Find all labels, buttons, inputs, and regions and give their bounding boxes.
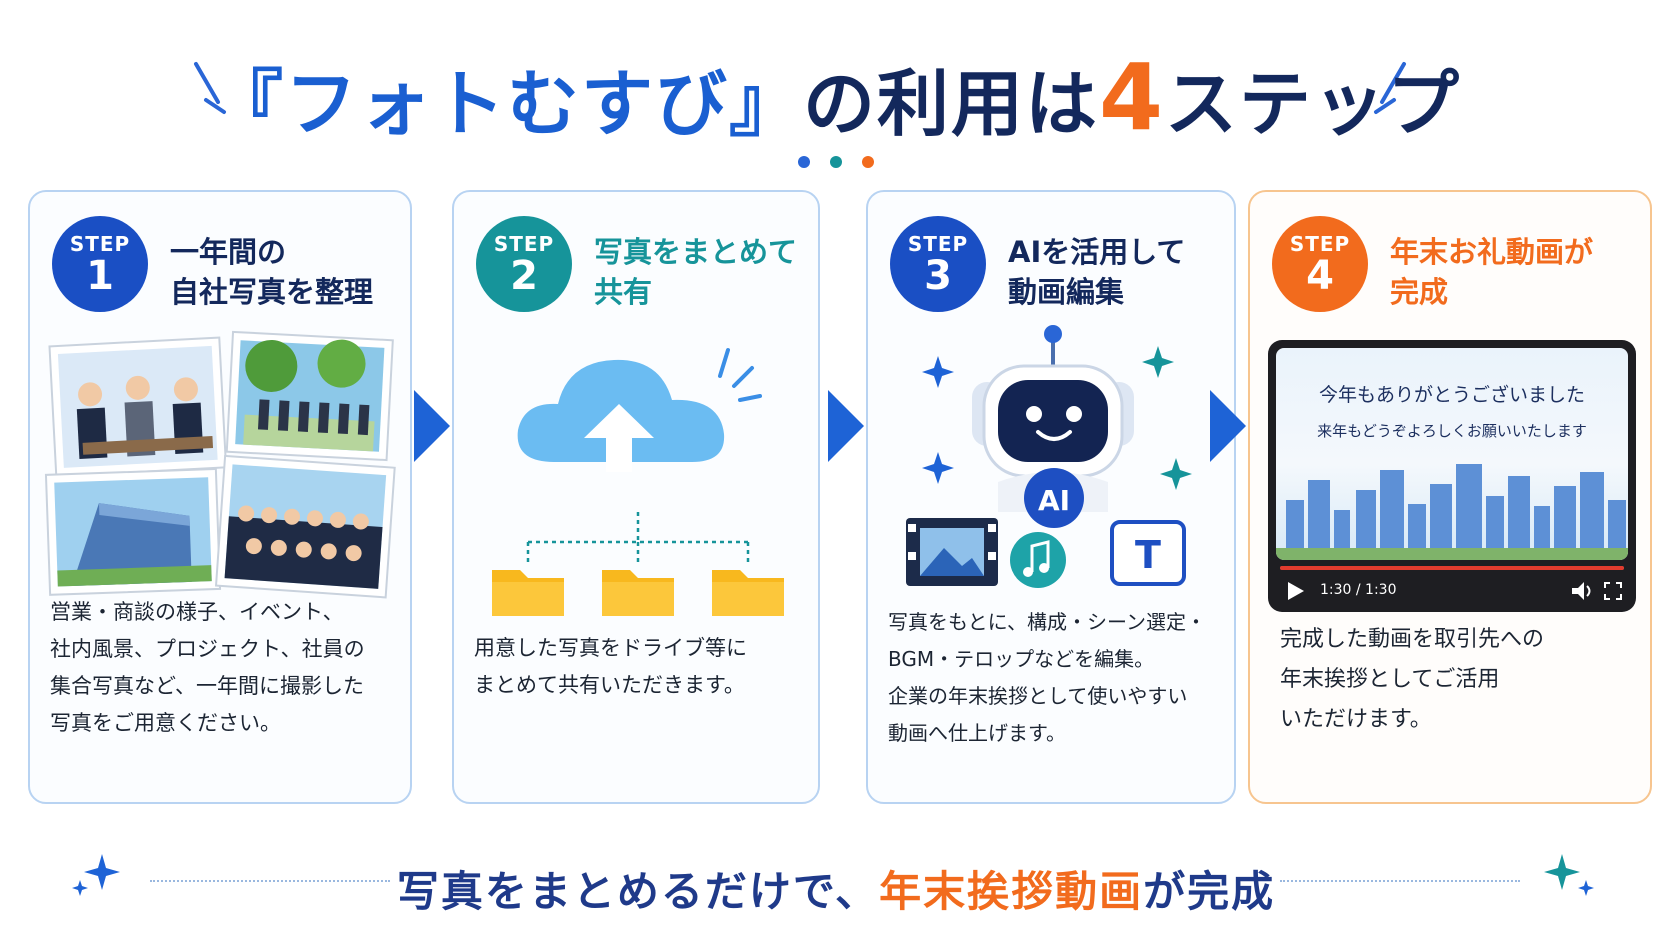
step-description: 用意した写真をドライブ等に まとめて共有いただきます。 [474,636,747,697]
video-progress-fill [1280,566,1624,570]
fullscreen-icon[interactable] [1604,582,1622,600]
footer-text: 写真をまとめるだけで、 [396,867,880,916]
step-badge: STEP 4 [1272,216,1368,312]
title-brand: 『フォトむすび』 [210,62,803,146]
step-description: 写真をもとに、構成・シーン選定・ BGM・テロップなどを編集。 企業の年末挨拶と… [888,610,1206,745]
title-rest: の利用は [802,62,1099,146]
footer-dotted-line [150,880,390,882]
dot [830,156,842,168]
page-title: 『フォトむすび』の利用は4ステップ [0,52,1672,144]
play-icon[interactable] [1286,580,1306,602]
arrow-right-icon [828,390,864,462]
step-label: STEP [493,232,555,256]
title-dots [0,153,1672,172]
sparkle-icon [1544,854,1594,896]
step-number: 1 [86,253,114,299]
step-card-2: STEP 2 写真をまとめて 共有 用意した写真をドライブ等に まとめて共有いた… [452,190,820,804]
step-label: STEP [907,232,969,256]
step-title: AIを活用して 動画編集 [1008,235,1186,309]
step-number: 4 [1306,253,1334,299]
volume-icon[interactable] [1570,580,1594,602]
photo-collage-icon [44,330,396,599]
video-progress-track[interactable] [1280,566,1624,570]
city-skyline-icon [1276,464,1628,560]
step-badge: STEP 1 [52,216,148,312]
video-caption-2: 来年もどうぞよろしくお願いいたします [1317,422,1587,440]
folders-icon [492,512,784,616]
step-label: STEP [1289,232,1351,256]
footer-text-end: が完成 [1143,867,1276,916]
ai-robot-icon: AI T [906,325,1192,588]
step-title: 写真をまとめて 共有 [594,235,798,309]
ai-label: AI [1038,484,1070,517]
step-card-1: STEP 1 一年間の 自社写真を整理 [28,190,412,804]
step-title: 年末お礼動画が 完成 [1390,235,1594,309]
footer-tagline: 写真をまとめるだけで、年末挨拶動画が完成 [0,858,1672,919]
step-number: 2 [510,253,538,299]
sparkle-icon [72,854,120,896]
text-icon-label: T [1135,533,1161,577]
video-time: 1:30 / 1:30 [1320,582,1397,598]
dot [798,156,810,168]
step-label: STEP [69,232,131,256]
step-title: 一年間の 自社写真を整理 [170,235,374,309]
arrow-right-icon [1210,390,1246,462]
cloud-upload-icon [517,348,762,472]
footer-dotted-line [1280,880,1520,882]
footer-highlight: 年末挨拶動画 [879,867,1144,916]
step-number: 3 [924,253,952,299]
step-badge: STEP 3 [890,216,986,312]
video-caption-1: 今年もありがとうございました [1318,384,1585,406]
dot [862,156,874,168]
video-screen: 今年もありがとうございました 来年もどうぞよろしくお願いいたします [1276,348,1628,560]
arrow-right-icon [414,390,450,462]
accent-lines-icon [194,62,226,114]
step-card-3: STEP 3 AIを活用して 動画編集 AI T 写真をもとに、構成・シーン選定… [866,190,1236,804]
step-badge: STEP 2 [476,216,572,312]
video-player[interactable]: 今年もありがとうございました 来年もどうぞよろしくお願いいたします 1:30 /… [1268,340,1636,612]
step-description: 完成した動画を取引先への 年末挨拶としてご活用 いただけます。 [1280,627,1545,732]
step-description: 営業・商談の様子、イベント、 社内風景、プロジェクト、社員の 集合写真など、一年… [50,600,365,735]
accent-lines-icon [1374,62,1406,114]
step-card-4: STEP 4 年末お礼動画が 完成 今年もありがとうございました 来年もどうぞよ… [1248,190,1652,804]
title-number: 4 [1099,44,1166,151]
title-suffix: ステップ [1165,62,1462,146]
